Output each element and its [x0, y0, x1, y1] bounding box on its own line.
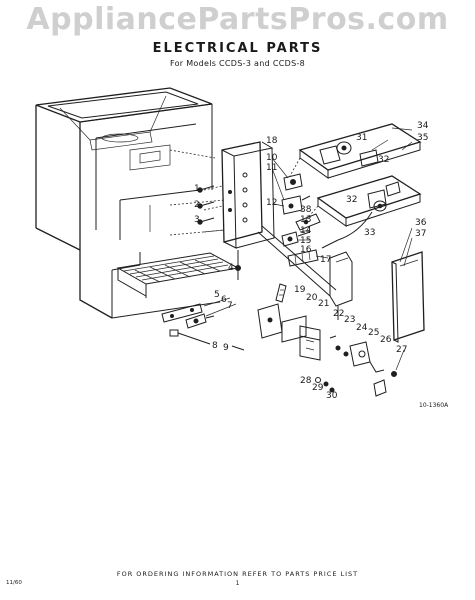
- side-panel-drawing: [329, 251, 425, 343]
- callout-23: 23: [344, 315, 355, 325]
- callout-3: 3: [194, 215, 200, 225]
- callout-1: 1: [194, 184, 200, 194]
- callout-9: 9: [223, 343, 229, 353]
- callout-5: 5: [214, 290, 220, 300]
- callout-32b: 32: [346, 195, 357, 205]
- callout-37: 37: [415, 229, 426, 239]
- page-subtitle: For Models CCDS-3 and CCDS-8: [169, 59, 306, 68]
- figure-code: 10-1360A: [419, 402, 449, 409]
- callout-33: 33: [364, 228, 375, 238]
- callout-10: 10: [266, 153, 278, 163]
- ordering-note: FOR ORDERING INFORMATION REFER TO PARTS …: [116, 570, 359, 578]
- lower-parts-drawing: [161, 283, 397, 397]
- callout-12: 12: [266, 198, 277, 208]
- callout-24: 24: [356, 323, 368, 333]
- callout-2: 2: [194, 200, 200, 210]
- site-watermark: AppliancePartsPros.com: [26, 2, 449, 37]
- callout-38: 38: [300, 205, 312, 215]
- cabinet-drawing: [35, 87, 240, 319]
- callout-7: 7: [227, 301, 233, 311]
- callout-22: 22: [333, 309, 344, 319]
- callout-leaders: [203, 127, 413, 371]
- callout-18: 18: [266, 136, 278, 146]
- callout-36: 36: [415, 218, 427, 228]
- callout-34: 34: [417, 121, 429, 131]
- callout-26: 26: [380, 335, 392, 345]
- callout-29: 29: [312, 383, 324, 393]
- callout-15: 15: [300, 236, 311, 246]
- callout-13: 13: [300, 215, 311, 225]
- corner-code: 11/60: [6, 580, 22, 586]
- callout-20: 20: [306, 293, 318, 303]
- callout-31: 31: [356, 133, 367, 143]
- callout-labels: 1 2 3 4 5 6 7 8 9 10 11 12 13 14 15 16 1…: [194, 121, 429, 401]
- callout-16: 16: [300, 245, 312, 255]
- callout-4: 4: [228, 263, 234, 273]
- callout-19: 19: [294, 285, 306, 295]
- callout-27: 27: [396, 345, 407, 355]
- callout-35: 35: [417, 133, 428, 143]
- callout-32: 32: [378, 155, 389, 165]
- callout-8: 8: [212, 341, 218, 351]
- callout-21: 21: [318, 299, 329, 309]
- callout-30: 30: [326, 391, 338, 401]
- page-number: 1: [235, 580, 240, 587]
- control-box-drawing: [197, 141, 275, 271]
- callout-11: 11: [266, 163, 277, 173]
- upper-bracket-drawing: [289, 123, 422, 249]
- page-title: ELECTRICAL PARTS: [152, 41, 323, 56]
- callout-17: 17: [320, 255, 331, 265]
- callout-25: 25: [368, 328, 379, 338]
- switch-parts-drawing: [257, 173, 337, 297]
- callout-28: 28: [300, 376, 312, 386]
